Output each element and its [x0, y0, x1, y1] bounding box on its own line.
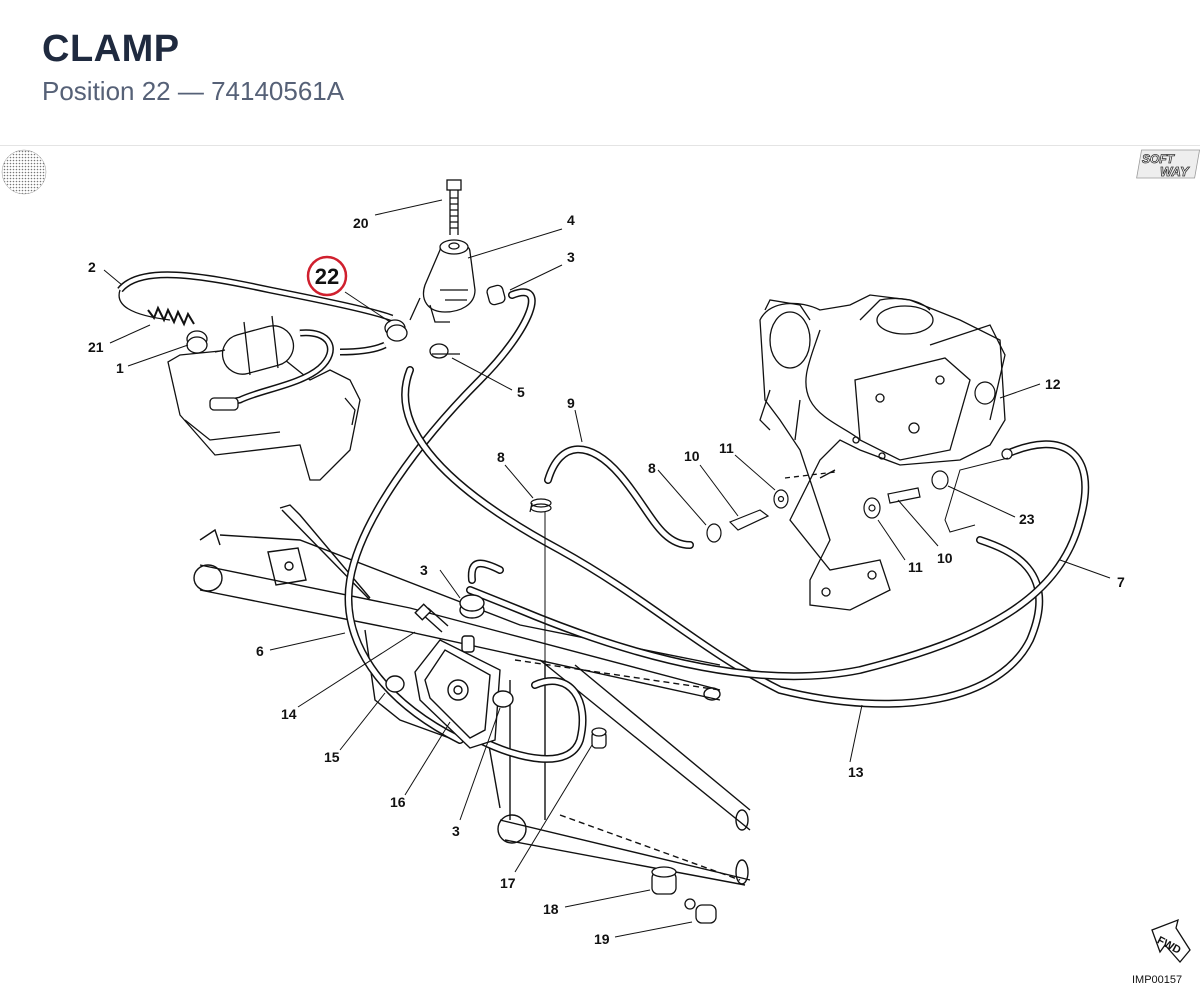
- callout-15: 15: [324, 749, 340, 765]
- callout-2: 2: [88, 259, 96, 275]
- callout-3-lower: 3: [452, 823, 460, 839]
- callout-13: 13: [848, 764, 864, 780]
- highlight-ring: [306, 255, 348, 297]
- fuel-filter: [117, 271, 394, 411]
- callout-14: 14: [281, 706, 297, 722]
- callout-18: 18: [543, 901, 559, 917]
- callout-8-right: 8: [648, 460, 656, 476]
- callout-6: 6: [256, 643, 264, 659]
- callout-12: 12: [1045, 376, 1061, 392]
- callout-labels: 20 4 3 2 21 1 5 9 8 10 11 12 8 23 7 10 1…: [88, 212, 1125, 947]
- callout-1: 1: [116, 360, 124, 376]
- callout-5: 5: [517, 384, 525, 400]
- fuel-pump: [385, 594, 514, 749]
- clamp-1: [186, 330, 208, 354]
- highlight-callout-22[interactable]: 22: [306, 255, 348, 297]
- callout-11-top: 11: [719, 440, 734, 456]
- page-subtitle: Position 22 — 74140561A: [42, 76, 345, 106]
- callout-19: 19: [594, 931, 610, 947]
- softway-logo: SOFT WAY: [1136, 149, 1200, 179]
- callout-17: 17: [500, 875, 516, 891]
- callout-4: 4: [567, 212, 575, 228]
- callout-21: 21: [88, 339, 104, 355]
- fittings-right: [706, 381, 1013, 543]
- callout-11-bottom: 11: [908, 559, 923, 575]
- svg-text:SOFT: SOFT: [1142, 152, 1176, 166]
- corner-disc-icon: [1, 149, 47, 195]
- leader-lines: [103, 199, 1111, 938]
- fitting-parts: [384, 284, 506, 359]
- rubber-mounts: [591, 727, 717, 924]
- callout-10-top: 10: [684, 448, 700, 464]
- svg-text:WAY: WAY: [1160, 164, 1190, 179]
- callout-3-pump: 3: [420, 562, 428, 578]
- callout-3: 3: [567, 249, 575, 265]
- fuel-tap: [409, 179, 476, 323]
- callout-10-bottom: 10: [937, 550, 953, 566]
- fuel-hoses: [344, 288, 1090, 763]
- callout-16: 16: [390, 794, 406, 810]
- callout-9: 9: [567, 395, 575, 411]
- callout-8-left: 8: [497, 449, 505, 465]
- page-title: CLAMP: [42, 28, 180, 70]
- clamp-8-left: [529, 498, 552, 513]
- callout-7: 7: [1117, 574, 1125, 590]
- header: CLAMP Position 22 — 74140561A: [0, 0, 1200, 146]
- fwd-arrow-icon: FWD: [1151, 918, 1191, 963]
- parts-diagram: SOFT WAY: [1, 149, 1200, 986]
- highlight-number: 22: [315, 264, 339, 289]
- frame-tubes: [193, 504, 751, 886]
- image-code: IMP00157: [1132, 974, 1182, 986]
- spring: [147, 305, 195, 327]
- callout-20: 20: [353, 215, 369, 231]
- callout-23: 23: [1019, 511, 1035, 527]
- throttle-body: [759, 294, 1006, 611]
